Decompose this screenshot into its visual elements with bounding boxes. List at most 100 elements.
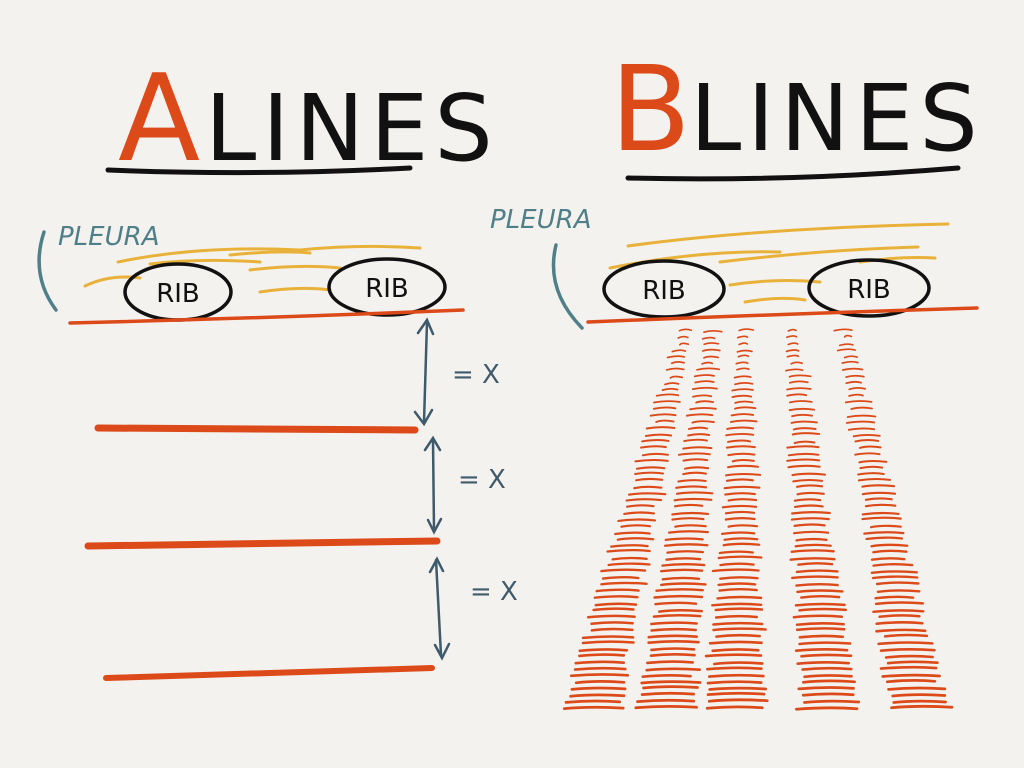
b-line-stroke [703,355,720,359]
b-line-stroke [844,400,873,404]
b-line-stroke [848,393,864,397]
b-line-stroke [858,445,882,449]
b-line-stroke [665,557,702,561]
b-line-stroke [712,661,764,666]
b-line-stroke [586,614,636,619]
b-line-stroke [892,699,947,704]
b-line-stroke [793,498,822,502]
b-line-stroke [852,433,881,438]
b-line-stroke [719,576,759,580]
b-line-stroke [712,621,764,626]
b-line-stroke [635,466,666,470]
b-line-stroke [875,628,927,633]
b-line-stroke [683,466,710,470]
b-line-stroke [564,699,622,704]
b-line-stroke [649,413,677,417]
b-line-stroke [678,342,690,346]
b-line-stroke [625,504,655,508]
arrow-3 [434,558,443,657]
b-line-stroke [573,666,627,671]
b-line-5 [833,328,954,710]
a-line-1 [94,424,419,434]
b-line-stroke [794,648,849,652]
b-line-stroke [734,400,754,404]
b-line-stroke [660,568,704,573]
b-line-stroke [785,368,804,372]
b-line-stroke [870,570,918,574]
b-line-stroke [787,464,821,469]
a-line-2 [84,537,441,550]
b-line-stroke [714,614,758,619]
b-line-stroke [801,679,856,684]
b-line-stroke [786,393,808,397]
b-line-stroke [737,354,750,358]
title-b-underline [625,165,961,182]
b-line-stroke [857,477,892,482]
b-line-stroke [590,621,634,626]
b-line-stroke [666,550,705,554]
b-line-stroke [721,504,758,509]
b-line-stroke [641,452,669,457]
b-line-stroke [683,438,708,443]
b-line-stroke [727,452,756,457]
b-line-stroke [633,485,663,490]
b-line-stroke [877,641,934,646]
b-line-stroke [716,595,763,600]
b-line-stroke [666,355,686,359]
b-line-stroke [650,621,698,626]
b-line-stroke [706,666,763,671]
b-line-stroke [658,608,703,613]
b-line-stroke [890,704,954,710]
b-line-stroke [731,388,754,392]
b-line-stroke [640,680,702,685]
b-line-stroke [838,343,854,347]
b-line-stroke [845,420,876,424]
b-line-stroke [861,511,900,516]
b-line-stroke [795,627,846,632]
b-line-stroke [574,680,626,685]
b-line-stroke [642,685,699,690]
b-line-stroke [674,524,707,528]
b-line-stroke [636,698,696,703]
b-line-stroke [694,380,715,384]
b-line-stroke [865,536,904,541]
b-line-stroke [738,342,749,346]
b-line-stroke [788,374,812,378]
b-line-stroke [794,602,846,607]
b-line-stroke [645,667,702,672]
spacing-label-1: = X [452,360,500,390]
b-line-stroke [590,627,634,632]
b-line-stroke [620,524,652,528]
b-line-stroke [704,653,763,658]
b-line-stroke [623,511,655,515]
pleura-label-right: PLEURA [490,205,591,235]
b-line-stroke [791,413,814,418]
b-line-stroke [797,562,834,566]
b-line-stroke [650,627,697,632]
b-line-stroke [848,387,866,391]
b-line-stroke [664,382,680,386]
b-line-stroke [667,530,709,534]
b-line-stroke [793,504,824,508]
spacing-label-2: = X [458,465,506,495]
b-line-stroke [887,686,947,691]
b-line-stroke [593,595,639,599]
b-line-stroke [703,330,723,333]
b-line-stroke [661,576,701,581]
b-line-stroke [578,653,626,658]
b-line-stroke [788,380,809,384]
b-line-stroke [731,394,753,398]
b-line-stroke [794,543,832,548]
b-line-stroke [691,420,715,424]
b-line-stroke [736,349,753,353]
b-line-stroke [791,511,831,515]
rib-label-left-1: RIB [156,279,200,309]
b-line-stroke [875,621,924,625]
b-line-stroke [652,406,677,410]
b-line-stroke [863,531,905,535]
b-line-stroke [786,354,800,358]
b-line-stroke [792,530,830,535]
b-lines-group [562,328,954,711]
b-line-stroke [786,458,821,462]
b-line-stroke [595,588,640,593]
